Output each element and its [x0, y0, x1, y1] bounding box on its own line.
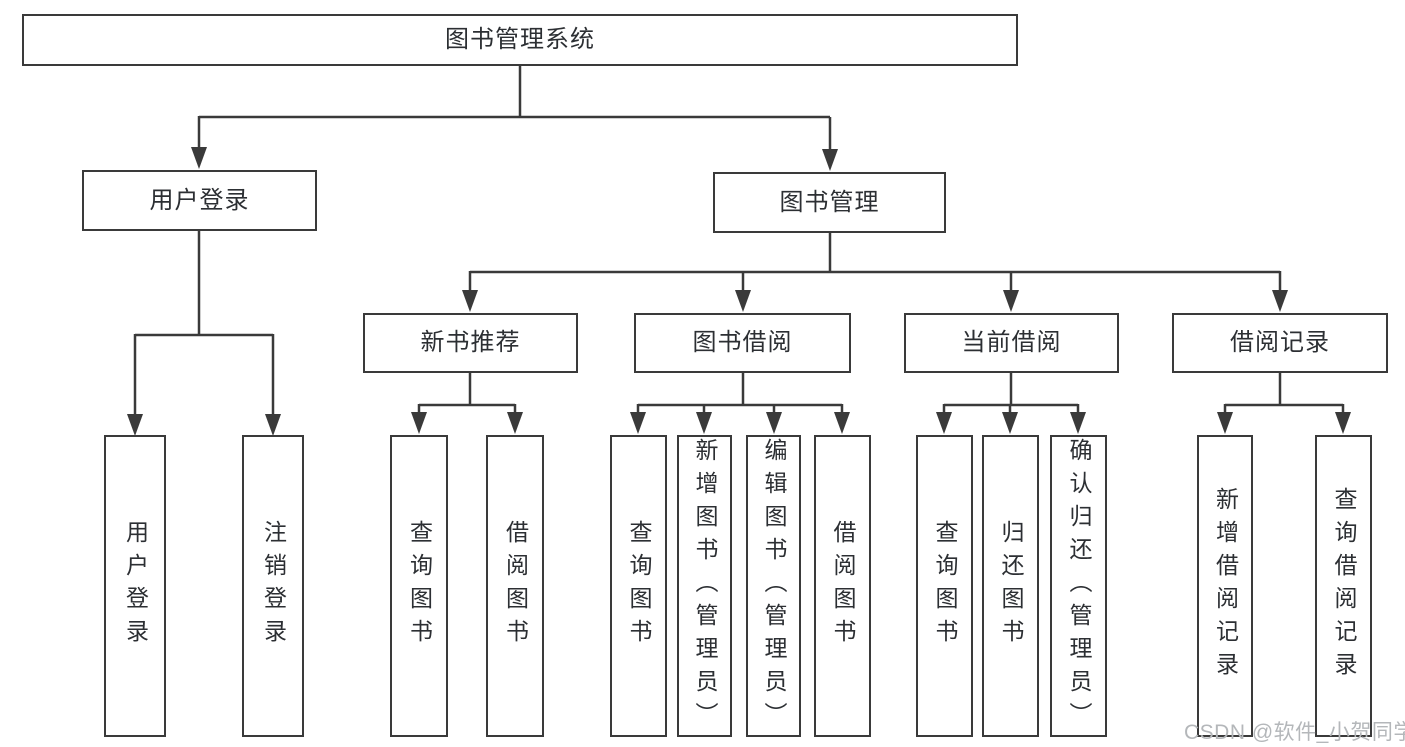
connector-new-book-recommend-to-leaves: [417, 373, 517, 418]
connector-book-borrowing-to-leaves: [636, 373, 844, 418]
node-label: 图书管理系统: [445, 26, 595, 53]
node-library-system: 图书管理系统: [22, 14, 1018, 66]
leaf-label: 注销登录: [260, 520, 287, 652]
csdn-watermark: CSDN @软件_小贺同学: [1184, 721, 1405, 744]
leaf-return-books: 归还图书: [982, 435, 1039, 737]
leaf-label: 查询图书: [932, 520, 958, 652]
connector-user-login-to-leaves: [133, 231, 275, 418]
node-label: 图书管理: [779, 188, 880, 216]
leaf-label: 借阅图书: [830, 520, 856, 652]
node-current-borrowing: 当前借阅: [904, 313, 1119, 373]
connector-borrowing-records-to-leaves: [1223, 373, 1345, 418]
leaf-borrow-books-recommend: 借阅图书: [486, 435, 544, 737]
node-book-management: 图书管理: [713, 172, 946, 233]
leaf-logout: 注销登录: [242, 435, 304, 737]
leaf-label: 查询图书: [626, 520, 652, 652]
node-user-login: 用户登录: [82, 170, 317, 231]
leaf-label: 编辑图书（管理员）: [761, 437, 787, 735]
leaf-label: 查询图书: [406, 520, 433, 652]
leaf-add-borrow-record: 新增借阅记录: [1197, 435, 1253, 737]
leaf-label: 借阅图书: [502, 520, 529, 652]
leaf-label: 归还图书: [998, 520, 1024, 652]
node-label: 当前借阅: [961, 329, 1062, 356]
leaf-label: 新增借阅记录: [1212, 487, 1239, 685]
node-book-borrowing: 图书借阅: [634, 313, 851, 373]
leaf-label: 确认归还（管理员）: [1066, 437, 1092, 735]
node-label: 借阅记录: [1230, 329, 1330, 356]
leaf-add-book-admin: 新增图书（管理员）: [677, 435, 732, 737]
node-borrowing-records: 借阅记录: [1172, 313, 1388, 373]
node-label: 新书推荐: [420, 329, 521, 356]
connector-current-borrowing-to-leaves: [942, 373, 1080, 418]
node-label: 用户登录: [149, 186, 250, 214]
leaf-label: 新增图书（管理员）: [692, 437, 718, 735]
leaf-query-books-current: 查询图书: [916, 435, 973, 737]
leaf-borrow-books-borrowing: 借阅图书: [814, 435, 871, 737]
leaf-label: 用户登录: [122, 520, 149, 652]
node-label: 图书借阅: [692, 329, 793, 356]
leaf-edit-book-admin: 编辑图书（管理员）: [746, 435, 801, 737]
connector-book-management-to-level2: [468, 233, 1282, 296]
leaf-user-login: 用户登录: [104, 435, 166, 737]
leaf-confirm-return-admin: 确认归还（管理员）: [1050, 435, 1107, 737]
node-new-book-recommend: 新书推荐: [363, 313, 578, 373]
leaf-query-borrow-record: 查询借阅记录: [1315, 435, 1372, 737]
leaf-query-books-borrowing: 查询图书: [610, 435, 667, 737]
arrowheads: [127, 147, 1351, 436]
leaf-label: 查询借阅记录: [1331, 487, 1357, 685]
connector-root-to-level1: [197, 66, 832, 153]
leaf-query-books-recommend: 查询图书: [390, 435, 448, 737]
